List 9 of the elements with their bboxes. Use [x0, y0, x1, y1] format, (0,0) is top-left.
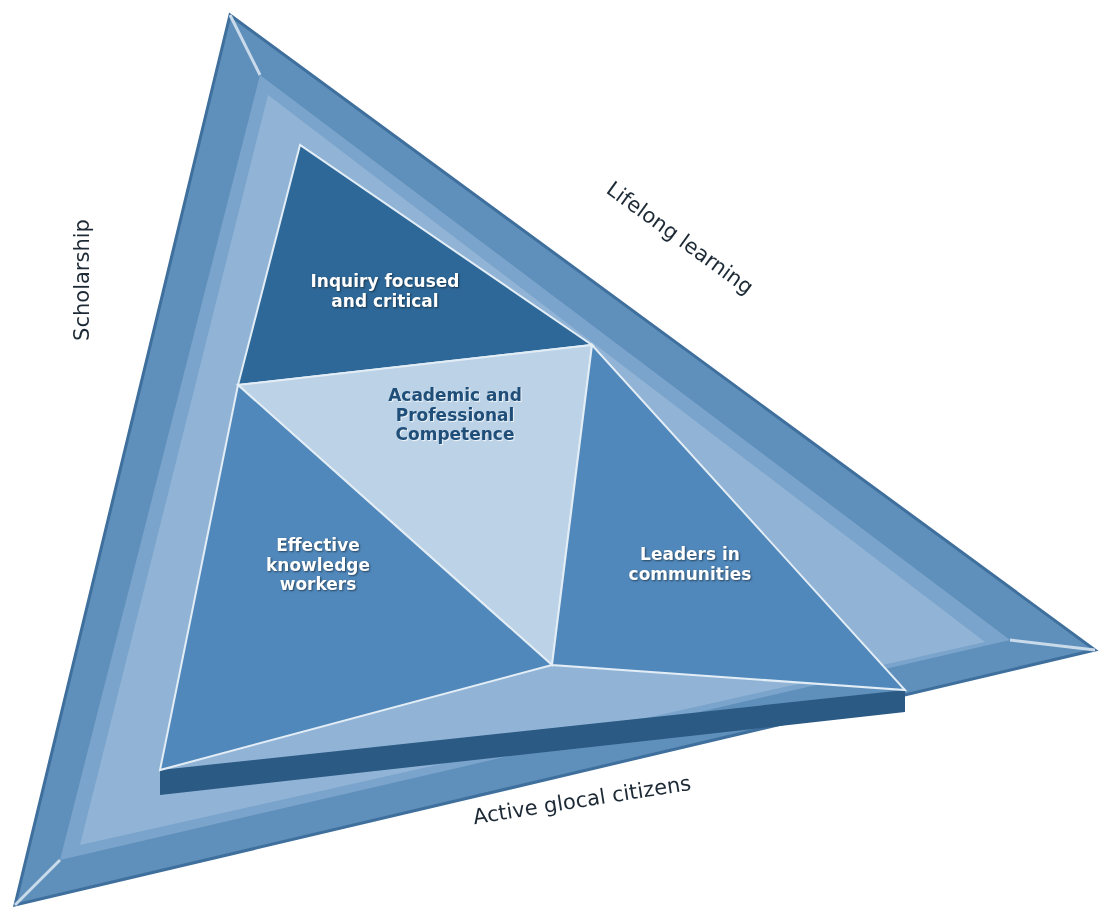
panel-label: Leaders in communities: [627, 545, 753, 585]
side-label: Active glocal citizens: [471, 770, 693, 830]
triangle-panel: [160, 385, 552, 770]
panel-label: Inquiry focused and critical: [309, 272, 461, 312]
panel-label: Effective knowledge workers: [265, 535, 371, 595]
panel-label: Academic and Professional Competence: [387, 385, 523, 445]
triangle-panel: [552, 345, 905, 690]
side-label: Scholarship: [70, 219, 94, 341]
triangle-panel: [238, 345, 592, 665]
